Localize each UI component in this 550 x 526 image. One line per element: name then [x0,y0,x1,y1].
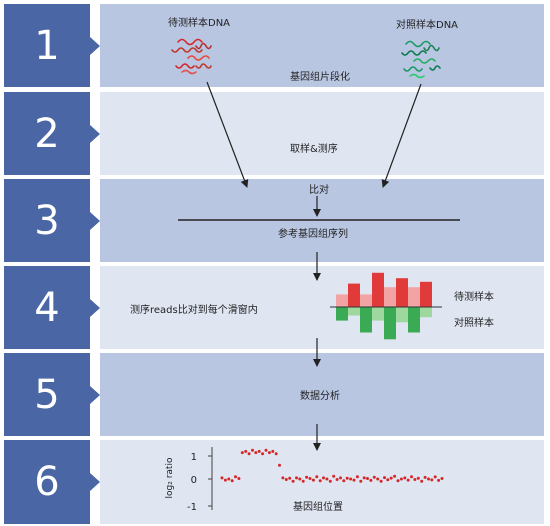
sample-legend-label: 待测样本 [454,292,494,303]
step-panel-1: 待测样本DNA 对照样本DNA 基因组片段化 [100,4,544,87]
step-label-2: 取样&测序 [290,144,338,155]
step-row-2: 2 取样&测序 [4,92,544,175]
step-number-3: 3 [34,197,60,244]
step-row-4: 4 测序reads比对到每个滑窗内 待测样本 对照样本 [4,266,544,349]
step-number-6: 6 [34,459,60,505]
step-arrow-4 [90,298,100,317]
control-dna-label: 对照样本DNA [396,20,459,31]
step-panel-6 [100,440,544,524]
step-label-5: 数据分析 [300,391,340,402]
step-number-4: 4 [34,284,60,331]
step-number-1: 1 [34,22,60,69]
step-row-6: 6 [4,440,544,524]
step-label-1: 基因组片段化 [290,72,350,83]
step-badge-5 [4,353,90,436]
step-number-2: 2 [34,110,60,157]
step-badge-1 [4,4,90,87]
sample-dna-label: 待测样本DNA [168,18,231,29]
step-badge-2 [4,92,90,175]
step-badge-3 [4,179,90,262]
step-row-1: 1 待测样本DNA 对照样本DNA 基因组片段化 [4,4,544,87]
step-arrow-5 [90,385,100,404]
step-panel-5: 数据分析 [100,353,544,436]
step-label-4: 测序reads比对到每个滑窗内 [130,305,258,316]
step-number-5: 5 [34,371,60,418]
step-badge-6 [4,440,90,524]
step-arrow-1 [90,36,100,55]
step-panel-4: 测序reads比对到每个滑窗内 待测样本 对照样本 [100,266,544,349]
control-legend-label: 对照样本 [454,318,494,329]
step-arrow-6 [90,473,100,491]
reference-genome-label: 参考基因组序列 [278,229,348,240]
step-arrow-2 [90,124,100,143]
step-row-3: 3 比对 参考基因组序列 [4,179,544,262]
step-arrow-3 [90,211,100,230]
step-row-5: 5 数据分析 [4,353,544,436]
step-badge-4 [4,266,90,349]
step-label-3: 比对 [309,185,329,196]
step-panel-2: 取样&测序 [100,92,544,175]
step-panel-3: 比对 参考基因组序列 [100,179,544,262]
